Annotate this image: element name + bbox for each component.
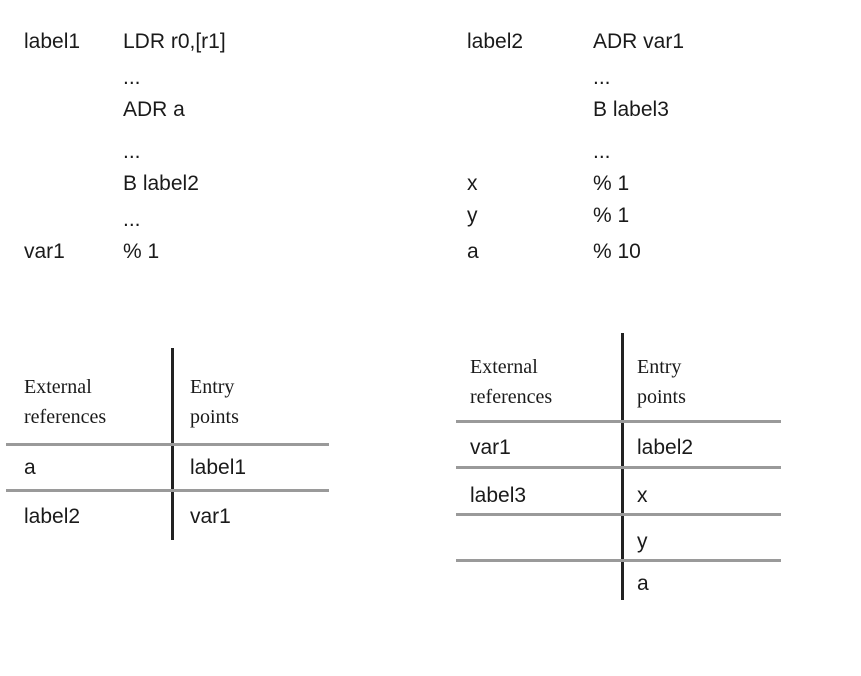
table-cell: var1: [190, 505, 231, 528]
code-instruction: ADR a: [123, 98, 185, 121]
table-cell: label1: [190, 456, 247, 479]
table-cell: label2: [637, 436, 694, 459]
code-instruction: B label2: [123, 172, 199, 195]
code-instruction: ADR var1: [593, 30, 685, 53]
code-label: y: [467, 204, 478, 227]
external-references-header: External references: [24, 376, 107, 428]
code-label: x: [467, 172, 478, 195]
entry-points-header: Entry points: [637, 356, 686, 408]
header-rule: [6, 443, 329, 446]
table-cell: var1: [470, 436, 511, 459]
table-cell: a: [24, 456, 36, 479]
code-label: var1: [24, 240, 65, 263]
table-cell: label2: [24, 505, 81, 528]
code-instruction: ...: [123, 140, 141, 163]
table-cell: y: [637, 530, 648, 553]
row-rule: [456, 466, 781, 469]
code-instruction: % 10: [593, 240, 641, 263]
code-instruction: B label3: [593, 98, 669, 121]
code-label: label1: [24, 30, 81, 53]
code-instruction: ...: [593, 66, 611, 89]
table-cell: x: [637, 484, 648, 507]
entry-points-header: Entry points: [190, 376, 239, 428]
table-cell: label3: [470, 484, 527, 507]
row-rule: [456, 513, 781, 516]
code-label: label2: [467, 30, 524, 53]
table-cell: a: [637, 572, 649, 595]
code-instruction: ...: [593, 140, 611, 163]
code-instruction: ...: [123, 208, 141, 231]
code-label: a: [467, 240, 479, 263]
row-rule: [456, 559, 781, 562]
code-instruction: % 1: [593, 204, 630, 227]
row-rule: [6, 489, 329, 492]
code-instruction: LDR r0,[r1]: [123, 30, 226, 53]
header-rule: [456, 420, 781, 423]
code-instruction: ...: [123, 66, 141, 89]
code-instruction: % 1: [593, 172, 630, 195]
code-instruction: % 1: [123, 240, 160, 263]
external-references-header: External references: [470, 356, 553, 408]
